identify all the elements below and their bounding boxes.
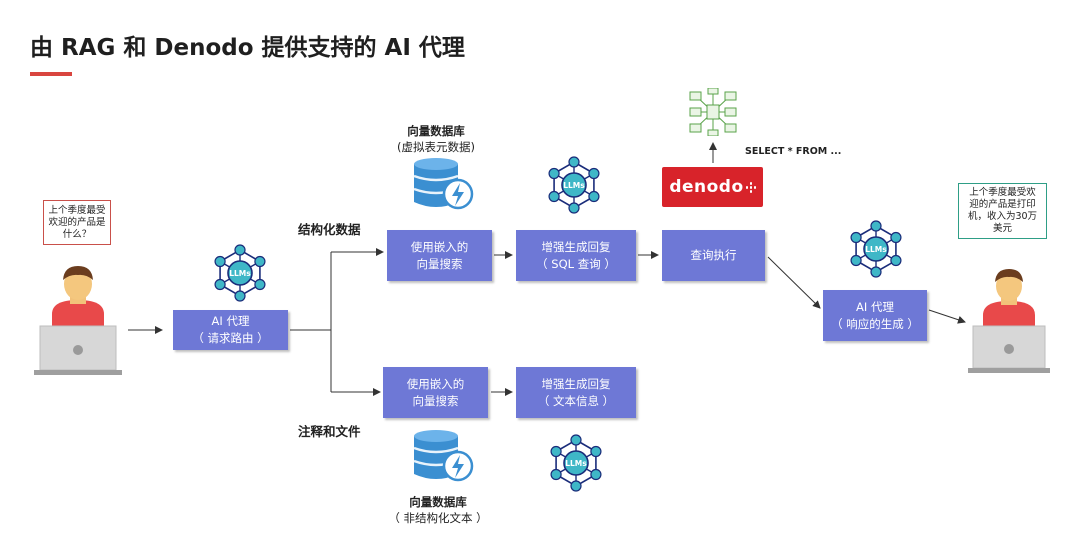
vector-search-bottom-line-1: 使用嵌入的 [406, 376, 465, 391]
llm-network-icon: LLMs [850, 220, 902, 278]
denodo-dots-icon [745, 182, 757, 193]
llm-label: LLMs [229, 269, 251, 278]
user-question-bubble: 上个季度最受 欢迎的产品是 什么？ [43, 200, 111, 245]
vector-search-top-line-2: 向量搜索 [416, 256, 463, 271]
agent-routing-box[interactable]: AI 代理 （ 请求路由 ） [173, 310, 288, 350]
llm-network-icon: LLMs [550, 434, 602, 492]
vector-db-top-label: 向量数据库 (虚拟表元数据) [397, 123, 475, 155]
vector-db-top-title: 向量数据库 [407, 124, 465, 138]
augment-sql-sub: （ SQL 查询 ） [536, 256, 616, 271]
agent-response-title: AI 代理 [856, 299, 894, 314]
branch-structured-label: 结构化数据 [298, 222, 361, 237]
llm-network-icon: LLMs [548, 156, 600, 214]
answer-line-1: 上个季度最受欢 [969, 187, 1036, 198]
augment-text-box[interactable]: 增强生成回复 （ 文本信息 ） [516, 367, 636, 418]
question-line-1: 上个季度最受 [48, 204, 106, 216]
question-line-3: 什么？ [62, 228, 92, 240]
augment-sql-box[interactable]: 增强生成回复 （ SQL 查询 ） [516, 230, 636, 281]
query-exec-label: 查询执行 [690, 248, 737, 262]
lightning-icon [442, 178, 474, 210]
sql-query-text: SELECT * FROM ... [745, 146, 842, 157]
query-exec-box[interactable]: 查询执行 [662, 230, 765, 281]
table-grid-icon [689, 88, 737, 136]
arrow-exec-to-response [767, 256, 821, 309]
vector-search-top-box[interactable]: 使用嵌入的 向量搜索 [387, 230, 492, 281]
llm-label: LLMs [565, 459, 587, 468]
user-right [968, 269, 1050, 373]
vector-search-bottom-box[interactable]: 使用嵌入的 向量搜索 [383, 367, 488, 418]
llm-network-icon: LLMs [214, 244, 266, 302]
laptop-icon [34, 325, 122, 375]
llm-label: LLMs [563, 181, 585, 190]
vector-search-top-line-1: 使用嵌入的 [410, 239, 469, 254]
vector-db-top-sub: (虚拟表元数据) [397, 140, 475, 154]
user-left [34, 266, 122, 375]
denodo-logo: denodo [662, 167, 763, 207]
augment-text-title: 增强生成回复 [541, 376, 611, 391]
page-title: 由 RAG 和 Denodo 提供支持的 AI 代理 [30, 35, 465, 61]
user-icon [983, 269, 1035, 327]
augment-sql-title: 增强生成回复 [541, 239, 611, 254]
answer-line-2: 迎的产品是打印 [969, 199, 1036, 210]
title-accent-bar [30, 72, 72, 76]
vector-search-bottom-line-2: 向量搜索 [412, 393, 459, 408]
lightning-icon [442, 450, 474, 482]
arrow-response-to-user [928, 309, 966, 324]
answer-line-3: 机，收入为30万 [967, 211, 1038, 222]
vector-db-bottom-sub: （ 非结构化文本 ） [388, 511, 488, 525]
user-icon [52, 266, 104, 328]
agent-routing-sub: （ 请求路由 ） [192, 331, 269, 345]
database-icon [413, 430, 474, 482]
agent-response-box[interactable]: AI 代理 （ 响应的生成 ） [823, 290, 927, 341]
augment-text-sub: （ 文本信息 ） [537, 393, 615, 408]
branch-unstructured-label: 注释和文件 [298, 424, 361, 439]
answer-bubble: 上个季度最受欢 迎的产品是打印 机，收入为30万 美元 [958, 183, 1047, 239]
laptop-icon [968, 325, 1050, 373]
vector-db-bottom-label: 向量数据库 （ 非结构化文本 ） [388, 494, 487, 526]
answer-line-4: 美元 [992, 223, 1012, 234]
llm-label: LLMs [865, 245, 887, 254]
vector-db-bottom-title: 向量数据库 [409, 495, 467, 509]
database-icon [413, 158, 474, 210]
agent-response-sub: （ 响应的生成 ） [831, 316, 919, 331]
question-line-2: 欢迎的产品是 [48, 216, 106, 228]
agent-routing-title: AI 代理 [211, 314, 250, 328]
denodo-logo-text: denodo [669, 177, 744, 197]
